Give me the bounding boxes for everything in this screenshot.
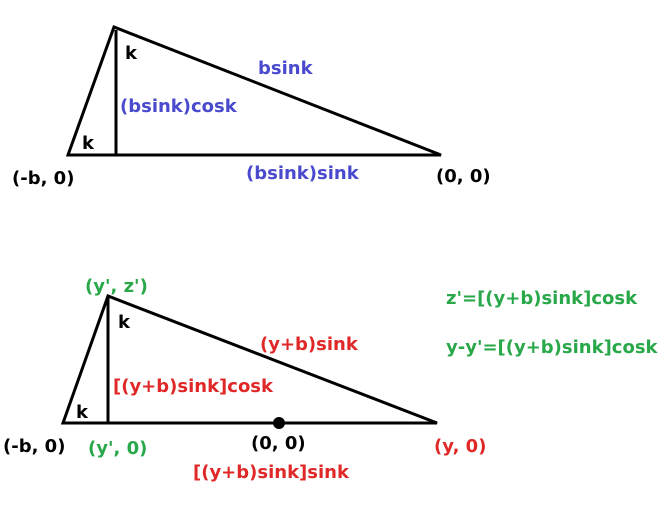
top-hypotenuse-label: bsink	[258, 58, 314, 79]
bottom-triangle	[60, 294, 438, 429]
top-triangle	[65, 25, 442, 157]
equation-y-difference: y-y'=[(y+b)sink]cosk	[446, 337, 659, 358]
bottom-foot-point-label: (y', 0)	[88, 438, 147, 459]
bottom-origin-label: (0, 0)	[251, 433, 306, 454]
bottom-apex-point-label: (y', z')	[85, 276, 148, 297]
bottom-left-point-label: (-b, 0)	[3, 436, 65, 457]
bottom-hypotenuse-label: (y+b)sink	[260, 334, 359, 355]
equation-z-prime: z'=[(y+b)sink]cosk	[446, 288, 638, 309]
top-origin-label: (0, 0)	[436, 166, 491, 187]
top-angle-base-label: k	[82, 133, 95, 154]
bottom-triangle-outline	[60, 294, 438, 425]
origin-dot	[273, 417, 285, 429]
top-left-point-label: (-b, 0)	[12, 168, 74, 189]
top-height-label: (bsink)cosk	[120, 96, 238, 117]
bottom-angle-base-label: k	[76, 402, 89, 423]
top-base-segment-label: (bsink)sink	[246, 163, 360, 184]
bottom-right-point-label: (y, 0)	[434, 436, 486, 457]
top-triangle-outline	[65, 25, 442, 157]
bottom-height-label: [(y+b)sink]cosk	[113, 376, 274, 397]
bottom-base-segment-label: [(y+b)sink]sink	[193, 462, 350, 483]
bottom-angle-apex-label: k	[118, 312, 131, 333]
top-angle-apex-label: k	[125, 43, 138, 64]
